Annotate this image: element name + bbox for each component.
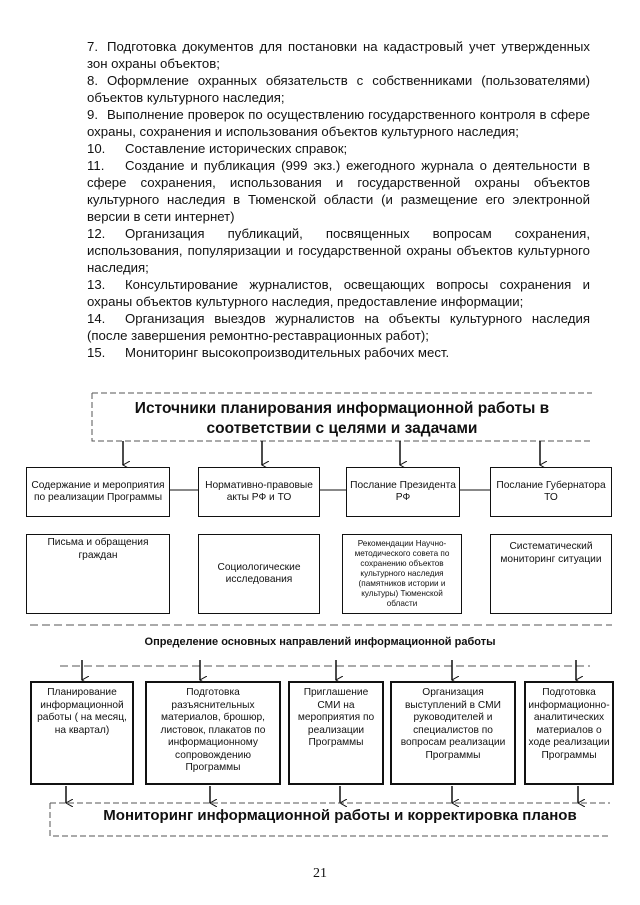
- direction-box: Подготовка информационно-аналитических м…: [524, 681, 614, 785]
- list-number: 10.: [87, 141, 106, 156]
- direction-label: Планирование информационной работы ( на …: [37, 687, 127, 736]
- list-text: Оформление охранных обязательств с собст…: [87, 73, 590, 105]
- diagram-title: Источники планирования информационной ра…: [134, 400, 550, 437]
- list-number: 13.: [87, 277, 106, 292]
- direction-label: Подготовка информационно-аналитических м…: [528, 687, 610, 761]
- source-label: Нормативно-правовые акты РФ и ТО: [205, 479, 313, 504]
- source-box: Нормативно-правовые акты РФ и ТО: [198, 467, 320, 517]
- list-text: Выполнение проверок по осуществлению гос…: [87, 107, 590, 139]
- list-item: 12.Организация публикаций, посвященных в…: [87, 225, 590, 276]
- direction-label: Организация выступлений в СМИ руководите…: [400, 687, 506, 761]
- list-text: Организация публикаций, посвященных вопр…: [87, 226, 590, 275]
- source-label: Послание Президента РФ: [350, 479, 456, 504]
- direction-label: Подготовка разъяснительных материалов, б…: [160, 687, 266, 773]
- source-box: Социологические исследования: [198, 534, 320, 614]
- list-item: 10. Составление исторических справок;: [87, 140, 590, 157]
- source-label: Рекомендации Научно-методического совета…: [354, 539, 450, 608]
- source-label: Содержание и мероприятия по реализации П…: [31, 479, 165, 504]
- task-list: 7.Подготовка документов для постановки н…: [87, 38, 590, 361]
- source-label: Послание Губернатора ТО: [496, 479, 606, 504]
- list-number: 7.: [87, 39, 98, 54]
- list-item: 14.Организация выездов журналистов на об…: [87, 310, 590, 344]
- list-item: 8.Оформление охранных обязательств с соб…: [87, 72, 590, 106]
- list-text: Мониторинг высокопроизводительных рабочи…: [125, 345, 450, 360]
- monitoring-title: Мониторинг информационной работы и корре…: [103, 807, 577, 824]
- list-item: 13.Консультирование журналистов, освещаю…: [87, 276, 590, 310]
- list-number: 11.: [87, 158, 105, 173]
- list-text: Составление исторических справок;: [125, 141, 348, 156]
- list-item: 7.Подготовка документов для постановки н…: [87, 38, 590, 72]
- direction-box: Подготовка разъяснительных материалов, б…: [145, 681, 281, 785]
- source-box: Послание Президента РФ: [346, 467, 460, 517]
- source-label: Письма и обращения граждан: [47, 537, 149, 561]
- list-number: 12.: [87, 226, 106, 241]
- list-text: Создание и публикация (999 экз.) ежегодн…: [87, 158, 590, 224]
- source-box: Содержание и мероприятия по реализации П…: [26, 467, 170, 517]
- list-text: Организация выездов журналистов на объек…: [87, 311, 590, 343]
- page-number: 21: [313, 866, 327, 881]
- direction-box: Организация выступлений в СМИ руководите…: [390, 681, 516, 785]
- list-text: Подготовка документов для постановки на …: [87, 39, 590, 71]
- list-item: 9.Выполнение проверок по осуществлению г…: [87, 106, 590, 140]
- list-text: Консультирование журналистов, освещающих…: [87, 277, 590, 309]
- list-item: 15. Мониторинг высокопроизводительных раб…: [87, 344, 590, 361]
- source-label: Социологические исследования: [217, 561, 301, 586]
- source-box: Систематический мониторинг ситуации: [490, 534, 612, 614]
- source-label: Систематический мониторинг ситуации: [500, 541, 602, 565]
- list-item: 11.Создание и публикация (999 экз.) ежег…: [87, 157, 590, 225]
- list-number: 15.: [87, 345, 106, 360]
- source-box: Послание Губернатора ТО: [490, 467, 612, 517]
- direction-label: Приглашение СМИ на мероприятия по реализ…: [297, 687, 375, 748]
- source-box: Рекомендации Научно-методического совета…: [342, 534, 462, 614]
- source-box: Письма и обращения граждан: [26, 534, 170, 614]
- directions-title: Определение основных направлений информа…: [144, 636, 496, 648]
- direction-box: Планирование информационной работы ( на …: [30, 681, 134, 785]
- list-number: 14.: [87, 311, 106, 326]
- list-number: 9.: [87, 107, 98, 122]
- list-number: 8.: [87, 73, 98, 88]
- direction-box: Приглашение СМИ на мероприятия по реализ…: [288, 681, 384, 785]
